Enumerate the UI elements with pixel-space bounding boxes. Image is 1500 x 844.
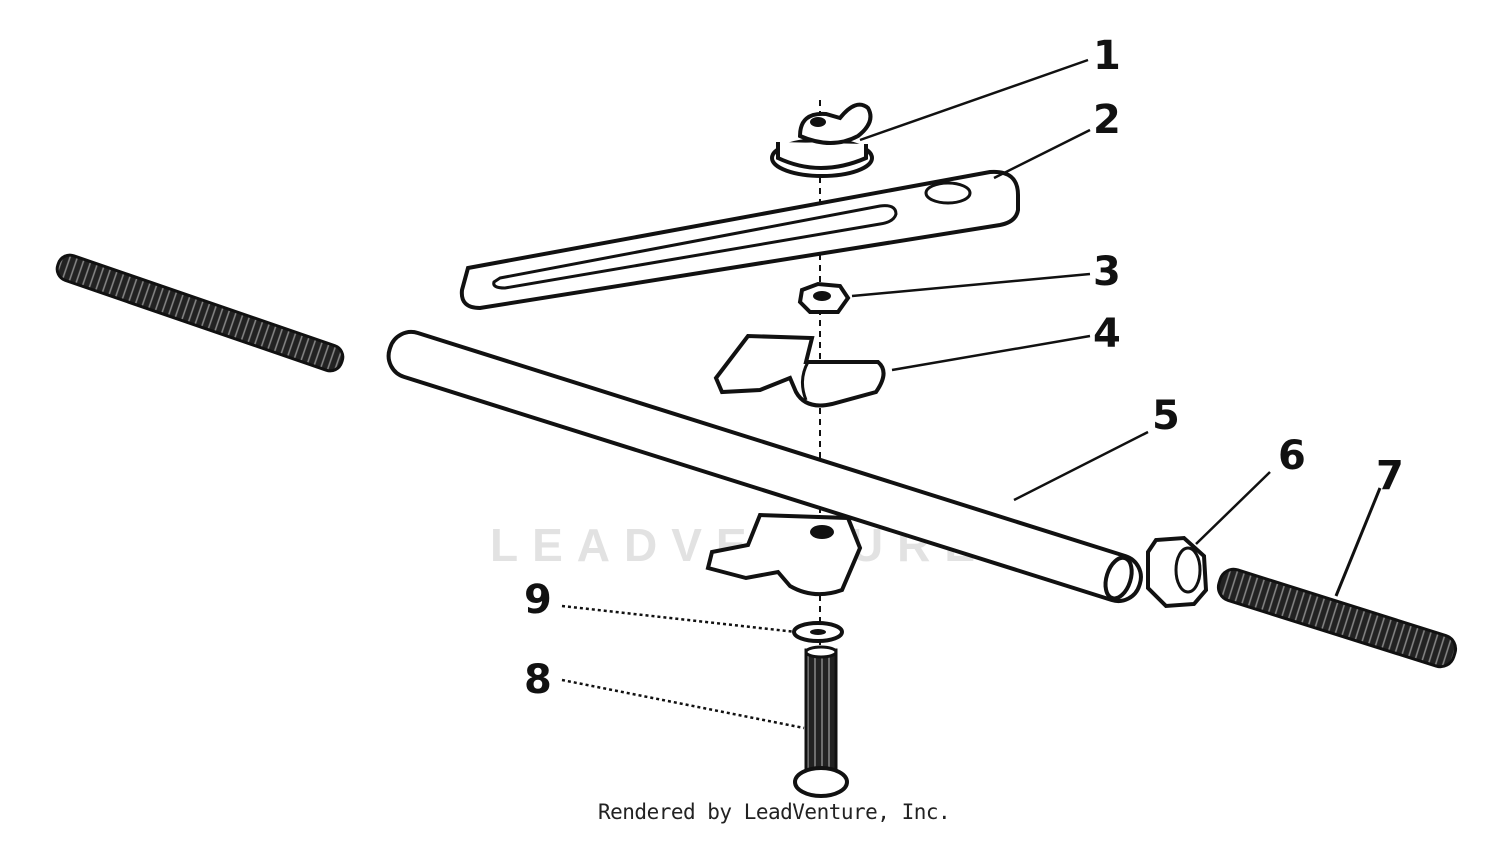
threaded-rod-left [55,253,345,373]
lock-washer [792,621,844,643]
callout-2: 2 [1093,97,1121,143]
callout-6: 6 [1278,433,1306,479]
wing-nut [770,102,874,178]
callout-9: 9 [524,577,552,623]
bolt [793,645,849,798]
callout-3: 3 [1093,249,1121,295]
leader-lines [561,58,1382,730]
upper-clamp [713,333,886,408]
callout-8: 8 [524,657,552,703]
callout-7: 7 [1376,453,1404,499]
tube [386,329,1143,604]
callout-5: 5 [1152,393,1180,439]
callout-1: 1 [1093,33,1121,79]
rendered-by-credit: Rendered by LeadVenture, Inc. [598,800,951,824]
threaded-rod-right [1216,567,1458,669]
hex-nut-small [797,281,851,314]
slotted-strap [459,169,1020,311]
lower-clamp [705,512,863,597]
callout-4: 4 [1093,311,1121,357]
hex-nut-large [1146,535,1209,609]
